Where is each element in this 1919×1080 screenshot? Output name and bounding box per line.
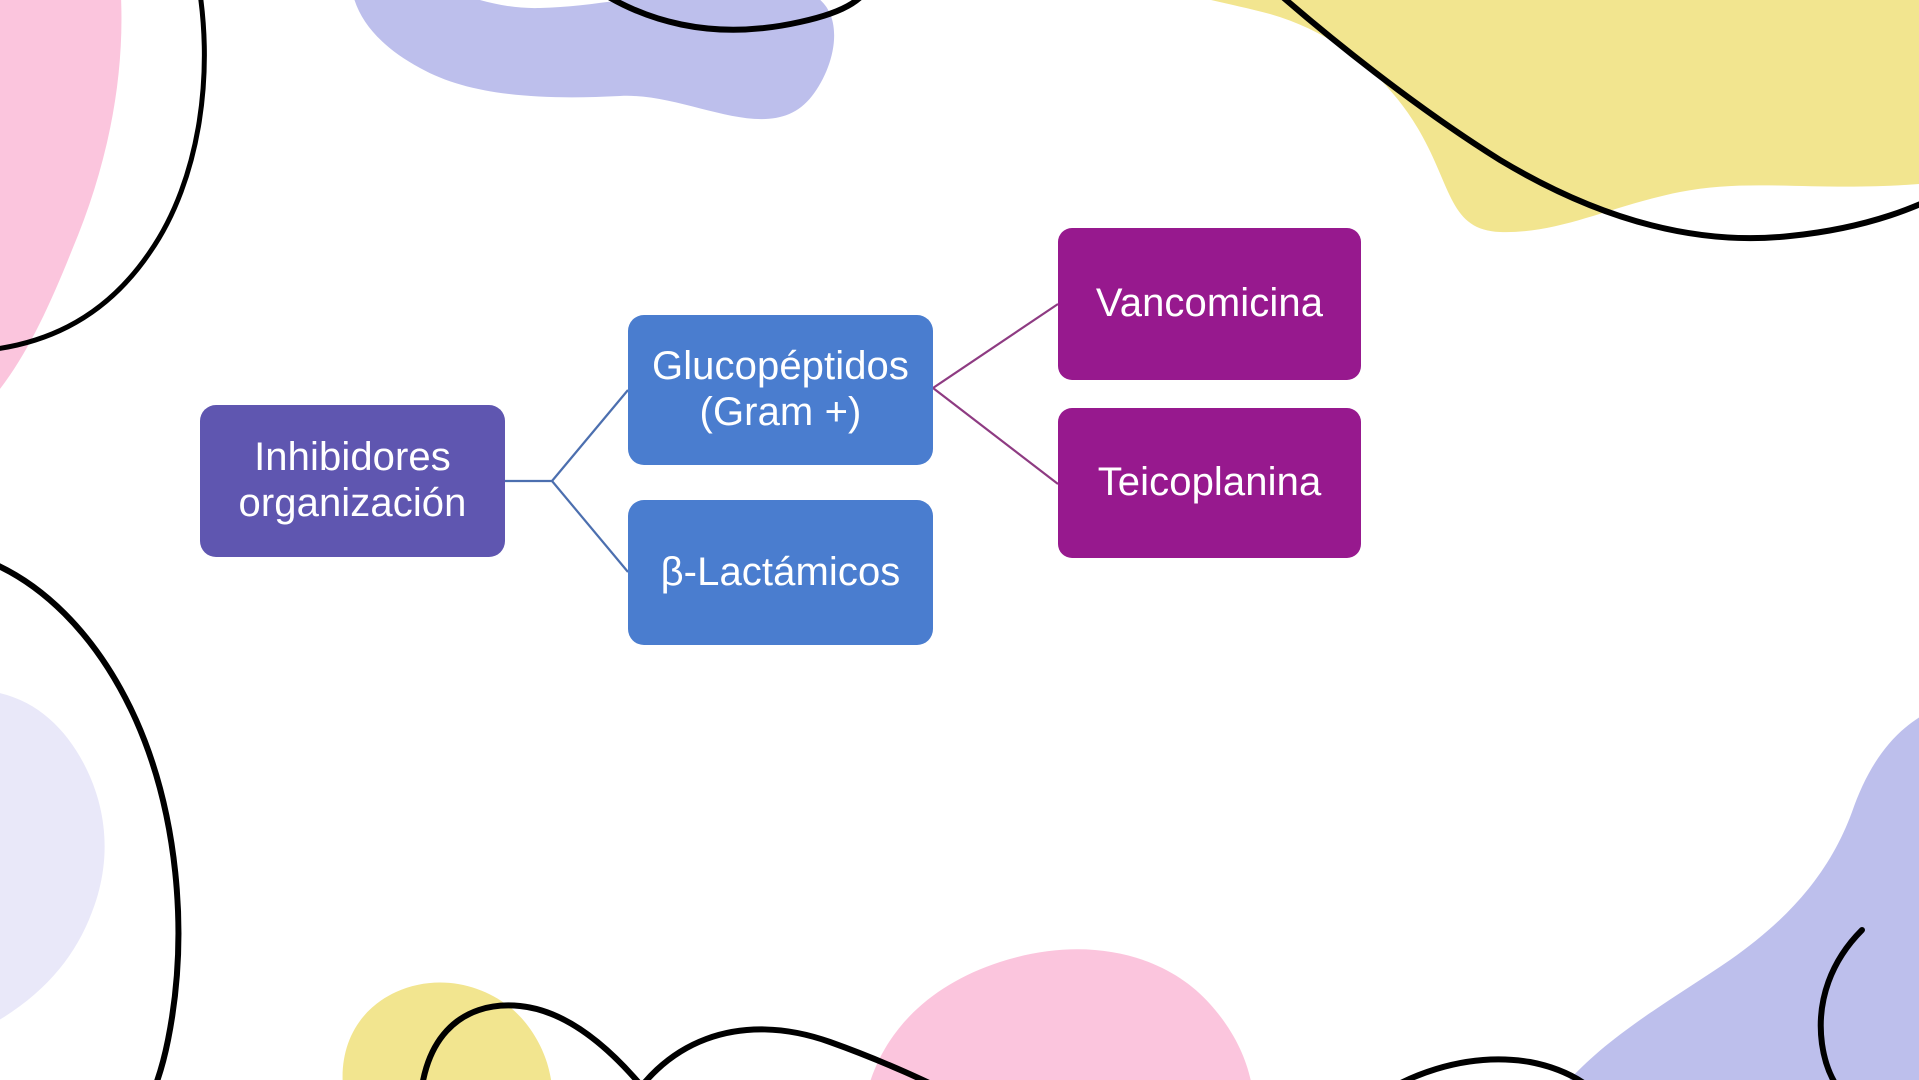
black-curve-bottom-left <box>0 563 182 1080</box>
connector-root-to-beta-lactamicos <box>551 480 629 573</box>
node-inhibidores-organizacion[interactable]: Inhibidores organización <box>200 405 505 557</box>
node-teicoplanina[interactable]: Teicoplanina <box>1058 408 1361 558</box>
pink-blob-top-left <box>0 0 122 389</box>
node-glucopeptidos[interactable]: Glucopéptidos (Gram +) <box>628 315 933 465</box>
yellow-blob-bottom-center <box>342 982 552 1080</box>
black-curve-top-right <box>1281 0 1919 242</box>
black-curve-top-left <box>0 0 207 351</box>
connector-root-to-glucopeptidos <box>551 389 629 482</box>
black-curve-bottom-center <box>420 1002 641 1080</box>
node-label: Inhibidores organización <box>238 435 467 525</box>
connector-glucopeptidos-to-teicoplanina <box>932 387 1059 485</box>
node-label: β-Lactámicos <box>660 549 901 594</box>
periwinkle-blob-top-center <box>354 0 834 120</box>
black-curve-bottom-center-2 <box>642 1026 930 1080</box>
yellow-blob-top-right <box>1211 0 1919 233</box>
node-beta-lactamicos[interactable]: β-Lactámicos <box>628 500 933 645</box>
pink-blob-bottom-right <box>870 949 1251 1080</box>
black-curve-bottom-right <box>1817 927 1865 1080</box>
connector-glucopeptidos-to-vancomicina <box>932 303 1059 389</box>
lavender-blob-bottom-left <box>0 693 105 1020</box>
black-curve-top-center <box>608 0 862 33</box>
node-label: Vancomicina <box>1095 281 1324 326</box>
node-label: Teicoplanina <box>1097 460 1322 505</box>
node-vancomicina[interactable]: Vancomicina <box>1058 228 1361 380</box>
node-label: Glucopéptidos (Gram +) <box>651 344 910 434</box>
periwinkle-blob-bottom-right <box>1569 717 1919 1080</box>
black-curve-bottom-right-2 <box>1400 1056 1585 1080</box>
